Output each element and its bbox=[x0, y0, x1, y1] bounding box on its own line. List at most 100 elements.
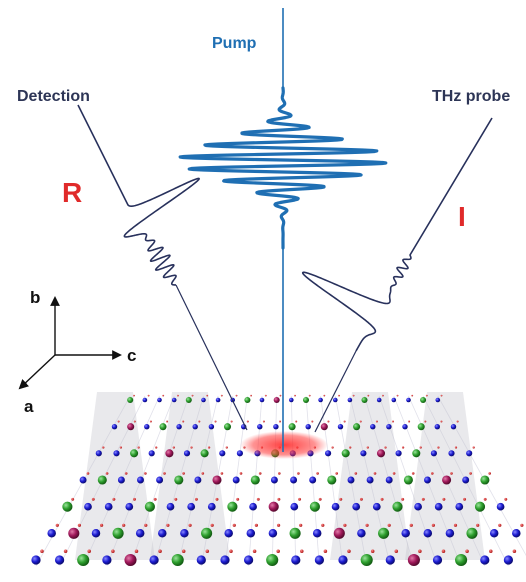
atom-red-small bbox=[144, 523, 148, 527]
atom-red-small bbox=[469, 472, 472, 475]
atom-blue bbox=[149, 555, 159, 565]
atom-red-small bbox=[349, 446, 352, 449]
atom-red-small bbox=[210, 523, 214, 527]
atom-blue bbox=[402, 424, 408, 430]
atom-blue bbox=[156, 476, 164, 484]
atom-blue bbox=[357, 529, 366, 538]
atom-red-small bbox=[205, 549, 210, 553]
atom-red-small bbox=[295, 420, 298, 423]
atom-red-small bbox=[122, 523, 126, 527]
atom-blue bbox=[462, 476, 470, 484]
atom-red-small bbox=[153, 497, 157, 501]
atom-red-small bbox=[456, 420, 459, 423]
atom-red-small bbox=[172, 446, 175, 449]
atom-red-small bbox=[166, 523, 170, 527]
atom-blue bbox=[201, 397, 206, 403]
atom-red-small bbox=[454, 446, 458, 449]
atom-red-small bbox=[421, 497, 425, 501]
atom-blue bbox=[95, 450, 102, 457]
atom-green bbox=[130, 449, 139, 458]
atom-blue bbox=[249, 502, 257, 511]
atom-blue bbox=[102, 555, 112, 565]
atom-blue bbox=[347, 397, 353, 403]
detection-beam-line bbox=[175, 284, 248, 431]
atom-blue bbox=[455, 502, 464, 511]
atom-red-small bbox=[71, 497, 75, 501]
atom-blue bbox=[84, 502, 92, 511]
atom-green bbox=[392, 501, 403, 512]
atom-blue bbox=[435, 397, 441, 403]
atom-red-small bbox=[392, 472, 396, 475]
atom-green bbox=[412, 449, 421, 458]
atom-green bbox=[171, 553, 184, 567]
detection-label: Detection bbox=[17, 88, 90, 105]
atom-blue bbox=[338, 555, 348, 565]
atom-blue bbox=[158, 529, 167, 538]
atom-red-small bbox=[117, 420, 120, 423]
atom-red-small bbox=[133, 394, 135, 397]
atom-blue bbox=[220, 555, 230, 565]
atom-red-small bbox=[277, 497, 281, 501]
atom-blue bbox=[290, 476, 298, 484]
atom-magenta bbox=[127, 423, 135, 431]
atom-blue bbox=[314, 555, 325, 565]
atom-red-small bbox=[343, 523, 347, 527]
atom-blue bbox=[372, 502, 381, 511]
atom-red-small bbox=[419, 446, 422, 449]
atom-red-small bbox=[401, 446, 405, 449]
atom-red-small bbox=[463, 497, 467, 501]
atom-green bbox=[327, 475, 337, 485]
atom-blue bbox=[376, 397, 382, 403]
atom-red-small bbox=[367, 394, 370, 397]
atom-red-small bbox=[230, 420, 233, 423]
atom-red-small bbox=[258, 472, 262, 475]
atom-blue bbox=[391, 397, 397, 403]
atom-blue bbox=[291, 555, 301, 565]
lattice-plane bbox=[150, 392, 230, 560]
atom-blue bbox=[79, 476, 87, 484]
atom-red-small bbox=[276, 523, 281, 527]
atom-red-small bbox=[483, 497, 487, 501]
atom-blue bbox=[215, 397, 221, 403]
atom-red-small bbox=[437, 446, 440, 449]
atom-red-small bbox=[453, 523, 458, 527]
atom-blue bbox=[332, 397, 338, 403]
atom-magenta bbox=[68, 527, 80, 539]
reflected-thz-waveform bbox=[77, 104, 200, 286]
atom-green bbox=[185, 396, 192, 404]
atom-blue bbox=[424, 476, 431, 484]
atom-green bbox=[144, 501, 155, 512]
atom-green bbox=[403, 475, 413, 485]
atom-red-small bbox=[254, 523, 259, 527]
atom-red-small bbox=[440, 420, 443, 423]
atom-green bbox=[378, 527, 390, 539]
atom-red-small bbox=[476, 523, 480, 527]
atom-red-small bbox=[411, 394, 414, 397]
atom-red-small bbox=[465, 549, 469, 553]
atom-magenta bbox=[268, 501, 279, 512]
atom-red-small bbox=[321, 523, 325, 527]
pump-label: Pump bbox=[212, 35, 257, 52]
atom-blue bbox=[414, 502, 422, 511]
atom-red-small bbox=[391, 420, 395, 423]
atom-red-small bbox=[450, 472, 453, 475]
atom-green bbox=[97, 475, 107, 485]
atom-red-small bbox=[338, 394, 340, 397]
probe-beam-line bbox=[314, 350, 357, 433]
atom-red-small bbox=[384, 446, 387, 449]
atom-red-small bbox=[401, 497, 405, 501]
atom-red-small bbox=[300, 549, 304, 553]
atom-red-small bbox=[191, 394, 194, 397]
atom-red-small bbox=[102, 446, 105, 449]
atom-blue bbox=[232, 476, 240, 484]
atom-blue bbox=[180, 529, 189, 538]
atom-red-small bbox=[201, 472, 205, 475]
atom-blue bbox=[318, 397, 323, 403]
atom-blue bbox=[166, 502, 175, 511]
atom-blue bbox=[104, 502, 113, 511]
atom-red-small bbox=[246, 420, 249, 423]
atom-red-small bbox=[425, 394, 428, 397]
atom-red-small bbox=[277, 472, 281, 475]
atom-blue bbox=[360, 450, 367, 457]
